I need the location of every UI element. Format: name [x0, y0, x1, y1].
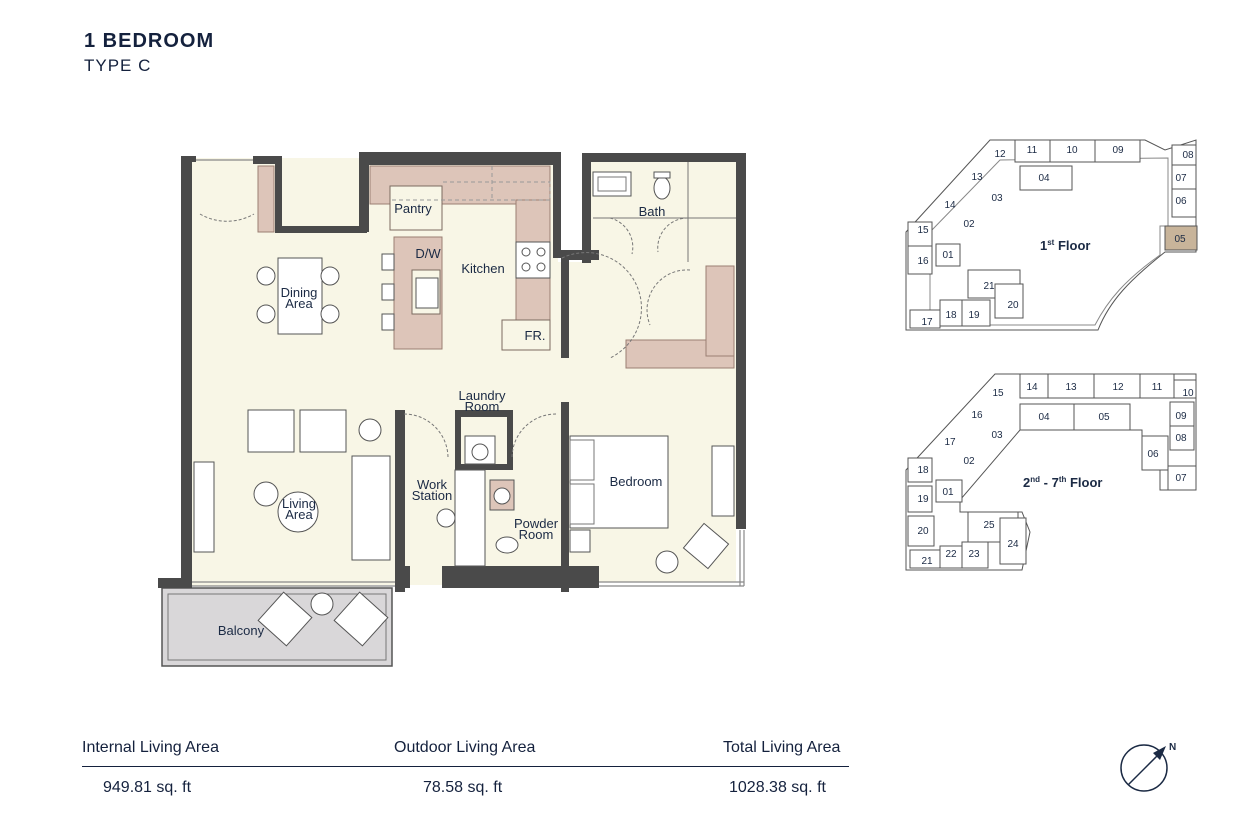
f1-unit-02: 02	[963, 219, 975, 230]
label-dining-2: Area	[285, 296, 313, 311]
f2-unit-12: 12	[1112, 382, 1124, 393]
unit-subtype: TYPE C	[84, 56, 152, 75]
unit-type-title: 1 BEDROOM	[84, 30, 215, 52]
f1-unit-05: 05	[1174, 234, 1186, 245]
f1-unit-09: 09	[1112, 145, 1124, 156]
f1-unit-10: 10	[1066, 145, 1078, 156]
internal-area-value: 949.81 sq. ft	[103, 779, 192, 796]
f2-unit-05: 05	[1098, 412, 1110, 423]
label-work-2: Station	[412, 488, 452, 503]
f2-unit-16: 16	[971, 410, 983, 421]
total-area-value: 1028.38 sq. ft	[729, 779, 826, 796]
f2-unit-15: 15	[992, 388, 1004, 399]
label-fridge: FR.	[525, 328, 546, 343]
f2-unit-11: 11	[1152, 382, 1163, 393]
area-divider	[82, 766, 849, 767]
f1-unit-13: 13	[971, 172, 983, 183]
f1-unit-18: 18	[945, 310, 957, 321]
label-balcony: Balcony	[218, 623, 265, 638]
label-powder-2: Room	[519, 527, 554, 542]
f2-unit-04: 04	[1038, 412, 1050, 423]
f2-unit-13: 13	[1065, 382, 1077, 393]
label-living-2: Area	[285, 507, 313, 522]
label-pantry: Pantry	[394, 201, 432, 216]
f2-unit-25: 25	[983, 520, 995, 531]
f1-unit-20: 20	[1007, 300, 1019, 311]
outdoor-area-label: Outdoor Living Area	[394, 739, 536, 756]
f1-unit-11: 11	[1027, 145, 1038, 156]
floor2-label: 2nd - 7th Floor	[1023, 475, 1102, 490]
label-laundry-2: Room	[465, 399, 500, 414]
compass-icon: N	[1120, 742, 1176, 792]
f2-unit-14: 14	[1026, 382, 1038, 393]
f2-unit-07: 07	[1175, 473, 1187, 484]
label-dw: D/W	[415, 246, 441, 261]
f1-unit-12: 12	[994, 149, 1006, 160]
f2-unit-18: 18	[917, 465, 929, 476]
f1-unit-21: 21	[983, 281, 995, 292]
compass-north-label: N	[1169, 742, 1176, 753]
label-bedroom: Bedroom	[610, 474, 663, 489]
floor1-label: 1st Floor	[1040, 238, 1090, 253]
f1-unit-14: 14	[944, 200, 956, 211]
f2-unit-09: 09	[1175, 411, 1187, 422]
key-plan-floor1	[905, 139, 1198, 331]
key-plan-floor2	[905, 373, 1197, 571]
label-powder-1: Powder	[514, 516, 559, 531]
f2-unit-20: 20	[917, 526, 929, 537]
label-dining-1: Dining	[281, 285, 318, 300]
label-work-1: Work	[417, 477, 448, 492]
f2-unit-19: 19	[917, 494, 929, 505]
f2-unit-06: 06	[1147, 449, 1159, 460]
f1-unit-06: 06	[1175, 196, 1187, 207]
outdoor-area-value: 78.58 sq. ft	[423, 779, 503, 796]
f2-unit-02: 02	[963, 456, 975, 467]
label-living-1: Living	[282, 496, 316, 511]
f1-unit-15: 15	[917, 225, 929, 236]
f2-unit-21: 21	[921, 556, 933, 567]
f2-unit-03: 03	[991, 430, 1003, 441]
label-bath: Bath	[639, 204, 666, 219]
f2-unit-24: 24	[1007, 539, 1019, 550]
f2-unit-22: 22	[945, 549, 957, 560]
f1-unit-16: 16	[917, 256, 929, 267]
f2-unit-17: 17	[944, 437, 956, 448]
label-laundry-1: Laundry	[459, 388, 506, 403]
f1-unit-01: 01	[942, 250, 954, 261]
f1-unit-07: 07	[1175, 173, 1187, 184]
f2-unit-23: 23	[968, 549, 980, 560]
total-area-label: Total Living Area	[723, 739, 841, 756]
f1-unit-03: 03	[991, 193, 1003, 204]
f2-unit-08: 08	[1175, 433, 1187, 444]
f1-unit-08: 08	[1182, 150, 1194, 161]
label-kitchen: Kitchen	[461, 261, 504, 276]
f2-unit-01: 01	[942, 487, 954, 498]
f1-unit-19: 19	[968, 310, 980, 321]
internal-area-label: Internal Living Area	[82, 739, 219, 756]
f2-unit-10: 10	[1182, 388, 1194, 399]
f1-unit-04: 04	[1038, 173, 1050, 184]
f1-unit-17: 17	[921, 317, 933, 328]
